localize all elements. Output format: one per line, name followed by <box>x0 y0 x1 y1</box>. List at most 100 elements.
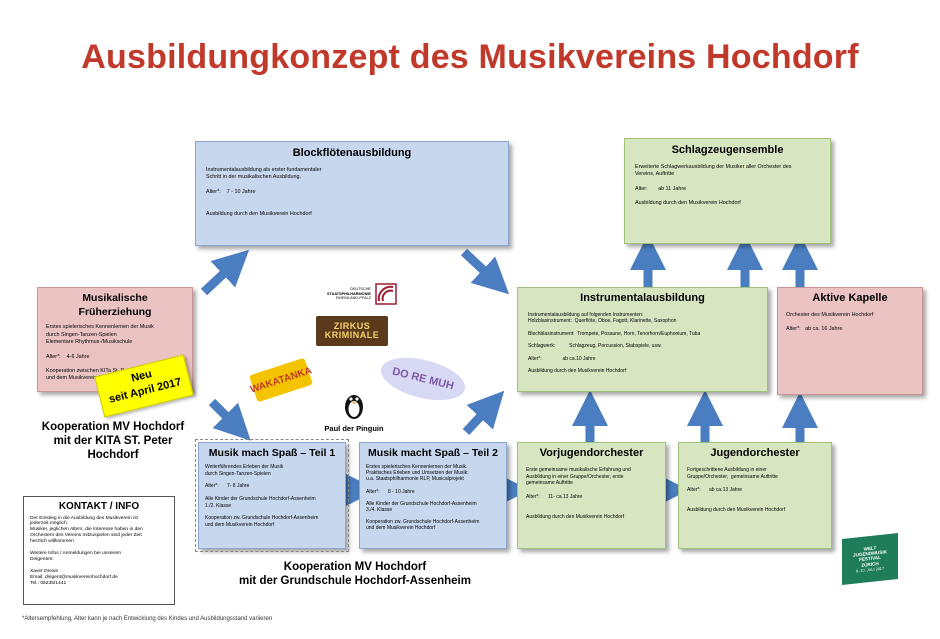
box-line: durch Singen-Tanzen-Spielen <box>46 331 117 338</box>
box-line: herzlich willkommen <box>30 539 74 545</box>
box-line: 1./2. Klasse <box>205 502 232 509</box>
box-line <box>46 346 184 353</box>
box-line: Email: dirigent@musikvereinhochdorf.de <box>30 575 118 581</box>
box-line <box>687 494 823 501</box>
box-line: Vereins, Auftritte <box>635 171 675 178</box>
box-line: Ausbildung durch den Musikverein Hochdor… <box>687 507 786 514</box>
logo-zirkus-line1: ZIRKUS <box>333 320 371 331</box>
box-line: Ausbildung durch den Musikverein Hochdor… <box>206 210 312 217</box>
box-line <box>635 193 820 200</box>
box-line: Instrumentalausbildung auf folgenden Ins… <box>528 311 644 318</box>
box-spass1-title: Musik mach Spaß – Teil 1 <box>208 447 336 459</box>
page-title: Ausbildungkonzept des Musikvereins Hochd… <box>81 38 859 76</box>
box-line: Alter*: 7 - 10 Jahre <box>206 188 256 195</box>
box-blockfloete-title: Blockflötenausbildung <box>292 147 412 159</box>
logo-paul-text: Paul der Pinguin <box>324 424 384 433</box>
box-line: Orchestern des Vereins mitzuspielen sind… <box>30 533 142 539</box>
box-line: Alter: ab 11 Jahre <box>635 185 687 192</box>
box-schlagzeugensemble: Schlagzeugensemble Erweiterte Schlagwerk… <box>624 138 831 244</box>
box-line: Alter*: 4-6 Jahre <box>46 353 90 360</box>
box-line: gemeinsame Auftritte <box>526 480 573 487</box>
box-line <box>206 203 498 210</box>
box-line: Alter*: 7- 8 Jahre <box>205 483 250 490</box>
box-line: Erweiterte Schlagwerkausbildung der Musi… <box>635 163 792 170</box>
arrow-spass2-to-instr <box>462 390 505 436</box>
box-line: jederzeit möglich. <box>30 521 69 527</box>
box-vorjugendorchester: Vorjugendorchester Erste gemeinsame musi… <box>517 442 666 549</box>
box-line: Alter*: ab ca.13 Jahre <box>687 487 743 494</box>
arrow-frueh-to-spass1 <box>208 398 251 441</box>
box-line: Alter*: ab ca. 16 Jahre <box>786 326 843 333</box>
box-line: Ausbildung in einer Gruppe/Orchester, er… <box>526 473 624 480</box>
box-jugend-title: Jugendorchester <box>710 447 800 459</box>
penguin-icon <box>345 395 363 419</box>
box-kapelle-title: Aktive Kapelle <box>812 292 888 304</box>
caption-kita-line1: Kooperation MV Hochdorf <box>41 421 185 433</box>
logo-staats-line2: STAATSPHILHARMONIE <box>327 291 371 296</box>
box-line: Alter*: ab ca.10 Jahre <box>528 355 596 362</box>
box-line: Alter*: 8 - 10 Jahre <box>366 488 415 495</box>
box-line: Kooperation zw. Grundschule Hochdorf-Ass… <box>205 515 319 522</box>
box-line: Tel.: 06235/1441 <box>30 581 67 587</box>
box-line <box>526 487 657 494</box>
box-line: Instrumentalausbildung als erster fundam… <box>206 166 322 173</box>
box-line: Alle Kinder der Grundschule Hochdorf-Ass… <box>366 500 477 507</box>
box-aktive-kapelle: Aktive Kapelle Orchester des Musikverein… <box>777 287 923 395</box>
box-line: Erstes spielerisches Kennenlernen der Mu… <box>46 324 154 331</box>
box-line: Fortgeschrittene Ausbildung in einer <box>687 466 767 473</box>
box-line: Elementare Rhythmus-/Musikschule <box>46 338 133 345</box>
caption-kooperation-kita: Kooperation MV Hochdorf mit der KITA ST.… <box>28 421 198 462</box>
box-instrumental-title: Instrumentalausbildung <box>580 292 705 304</box>
logo-festival-zurich: WELT JUGENDMUSIK FESTIVAL ZÜRICH 6.-10. … <box>842 533 898 585</box>
box-frueherziehung-title: Musikalische Früherziehung <box>78 292 152 319</box>
box-line: Orchester des Musikverein Hochdorf <box>786 311 874 318</box>
logo-staats-line1: DEUTSCHE <box>350 286 371 291</box>
box-line: und dem Musikverein Hochdorf <box>205 521 275 528</box>
box-blockfloete: Blockflötenausbildung Instrumentalausbil… <box>195 141 509 246</box>
caption-kita-line2: mit der KITA ST. Peter Hochdorf <box>53 434 173 461</box>
arrow-frueh-to-block <box>200 249 250 296</box>
box-line <box>687 501 823 508</box>
box-line: und dem Musikverein Hochdorf <box>366 525 436 532</box>
box-line: Holzblasinstrument: Querflöte, Oboe, Fag… <box>528 318 677 325</box>
footnote-age: *Altersempfehlung, Alter kann je nach En… <box>22 616 273 622</box>
box-line: Ausbildung durch den Musikverein Hochdor… <box>526 514 625 521</box>
logo-zirkus-kriminale: ZIRKUS KRIMINALE <box>316 316 388 346</box>
box-line <box>526 507 657 514</box>
box-kontakt-title: KONTAKT / INFO <box>58 501 140 512</box>
box-line: Alter*: 11- ca.13 Jahre <box>526 493 583 500</box>
box-line: Erste gemeinsame musikalische Erfahrung … <box>526 466 631 473</box>
box-line: Weiterführendes Erleben der Musik <box>205 464 284 471</box>
box-spass2-title: Musik macht Spaß – Teil 2 <box>368 447 498 459</box>
box-schlagzeug-title: Schlagzeugensemble <box>671 144 784 156</box>
box-line: Dirigenten: <box>30 557 54 563</box>
logo-festival-line5: 6.-10. JULI 2017 <box>855 566 885 574</box>
box-instrumentalausbildung: Instrumentalausbildung Instrumentalausbi… <box>517 287 768 392</box>
box-jugendorchester: Jugendorchester Fortgeschrittene Ausbild… <box>678 442 832 549</box>
box-musik-spass-1: Musik mach Spaß – Teil 1 Weiterführendes… <box>195 439 349 552</box>
logo-doremuh-text: DO RE MUH <box>390 365 455 393</box>
box-line: Kooperation zw. Grundschule Hochdorf-Ass… <box>366 519 480 526</box>
box-line: Schlagwerk: Schlagzeug, Percussion, Stab… <box>528 343 662 350</box>
logo-staatsphilharmonie: DEUTSCHE STAATSPHILHARMONIE RHEINLAND-PF… <box>316 280 408 308</box>
logo-zirkus-line2: KRIMINALE <box>324 330 380 340</box>
caption-kooperation-school: Kooperation MV Hochdorf mit der Grundsch… <box>235 561 475 589</box>
box-line <box>786 319 914 326</box>
logo-paul-pinguin: Paul der Pinguin <box>318 390 390 434</box>
arrow-block-to-instr <box>460 248 510 295</box>
box-line <box>526 501 657 508</box>
box-line: Blechblasinstrument: Trompete, Posaune, … <box>528 330 701 337</box>
box-line: u.a. Staatsphilharmonie RLP, Musicalproj… <box>366 476 464 483</box>
box-line: Erstes spielerisches Kennenlernen der Mu… <box>366 464 468 471</box>
box-vorjugend-title: Vorjugendorchester <box>539 447 644 459</box>
caption-school-line1: Kooperation MV Hochdorf <box>283 561 427 573</box>
box-line: Weitere Infos / Anmeldungen bei unserem <box>30 551 121 557</box>
box-musik-spass-2: Musik macht Spaß – Teil 2 Erstes spieler… <box>359 442 507 549</box>
box-line: Praktisches Erleben und Umsetzen der Mus… <box>366 470 469 477</box>
box-line <box>206 181 498 188</box>
box-line: Schritt in der musikalischen Ausbildung. <box>206 174 301 181</box>
box-line: durch Singen-Tanzen-Spielen <box>205 470 271 477</box>
box-line <box>687 480 823 487</box>
box-line: Ausbildung durch den Musikverein Hochdor… <box>635 200 741 207</box>
box-line: Alle Kinder der Grundschule Hochdorf-Ass… <box>205 496 316 503</box>
